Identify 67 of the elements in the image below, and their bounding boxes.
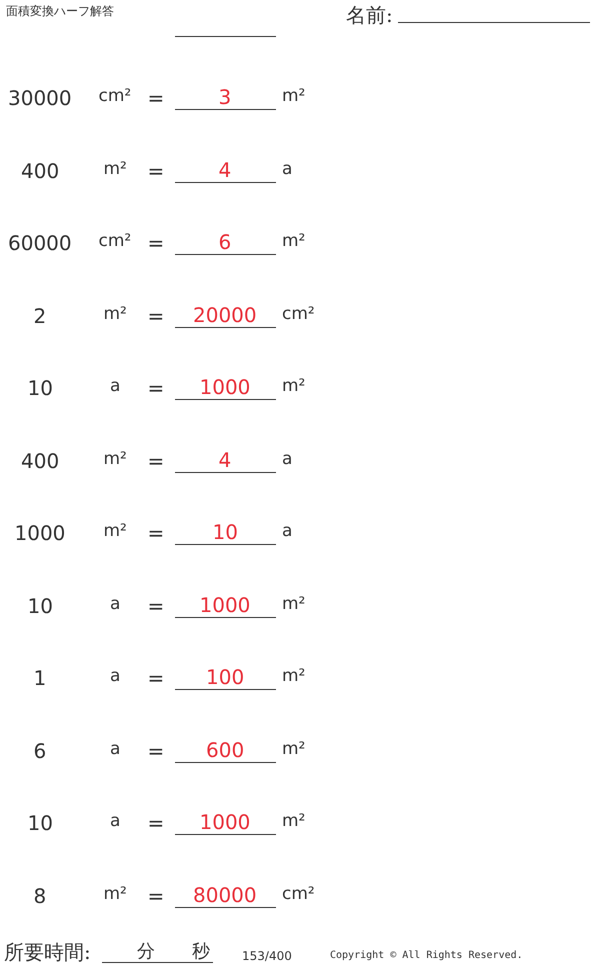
number: 400 [21, 450, 60, 470]
answer: 600 [206, 740, 244, 760]
unit: m² [104, 450, 127, 468]
unit: m² [104, 886, 127, 902]
time-label: 所要時間: [4, 942, 91, 962]
unit: cm² [98, 88, 132, 105]
unit: m² [104, 160, 127, 178]
unit: m² [282, 88, 306, 105]
equals-sign: = [148, 450, 164, 470]
answer: 10 [212, 522, 238, 542]
copyright-notice: Copyright © All Rights Reserved. [330, 951, 523, 961]
answer: 6 [218, 232, 232, 252]
equals-sign: = [148, 233, 164, 253]
name-label: 名前: [346, 5, 393, 25]
equals-sign: = [148, 886, 164, 906]
unit: m² [104, 523, 127, 540]
unit: a [110, 668, 120, 685]
unit: m² [104, 306, 127, 322]
answer: 1000 [200, 594, 250, 614]
answer: 80000 [193, 884, 257, 904]
number: 10 [28, 378, 53, 398]
answer: 20000 [193, 304, 257, 324]
unit: a [110, 813, 120, 830]
number: 60000 [8, 233, 72, 253]
number: 8 [34, 886, 46, 906]
unit: cm² [98, 233, 132, 250]
unit: m² [282, 740, 306, 758]
answer: 100 [206, 667, 244, 687]
number: 10 [28, 813, 53, 833]
equals-sign: = [148, 88, 164, 108]
answer: 1000 [200, 377, 250, 397]
number: 10 [28, 596, 53, 616]
number: 1 [34, 668, 46, 688]
minutes-label: 分 [137, 943, 155, 961]
answer: 4 [218, 160, 232, 180]
answer: 3 [218, 87, 232, 107]
page-number: 153/400 [242, 950, 292, 962]
unit: a [110, 596, 120, 612]
unit: a [282, 523, 292, 540]
unit: a [282, 160, 292, 178]
seconds-label: 秒 [192, 943, 210, 961]
equals-sign: = [148, 740, 164, 760]
number: 400 [21, 160, 60, 180]
unit: a [110, 740, 120, 758]
equals-sign: = [148, 378, 164, 398]
number: 1000 [14, 523, 66, 543]
equals-sign: = [148, 596, 164, 616]
number: 30000 [8, 88, 72, 108]
unit: m² [282, 668, 306, 685]
unit: a [282, 450, 292, 468]
number: 2 [34, 306, 46, 326]
equals-sign: = [148, 813, 164, 833]
number: 6 [34, 740, 46, 760]
unit: m² [282, 596, 306, 612]
unit: m² [282, 813, 306, 830]
answer: 1000 [200, 812, 250, 832]
unit: cm² [282, 306, 315, 322]
unit: cm² [282, 886, 315, 902]
equals-sign: = [148, 668, 164, 688]
worksheet-title: 面積変換ハーフ解答 [6, 5, 114, 17]
answer: 4 [218, 450, 232, 470]
equals-sign: = [148, 160, 164, 180]
equals-sign: = [148, 523, 164, 543]
unit: m² [282, 233, 306, 250]
unit: m² [282, 378, 306, 395]
equals-sign: = [148, 306, 164, 326]
unit: a [110, 378, 120, 395]
